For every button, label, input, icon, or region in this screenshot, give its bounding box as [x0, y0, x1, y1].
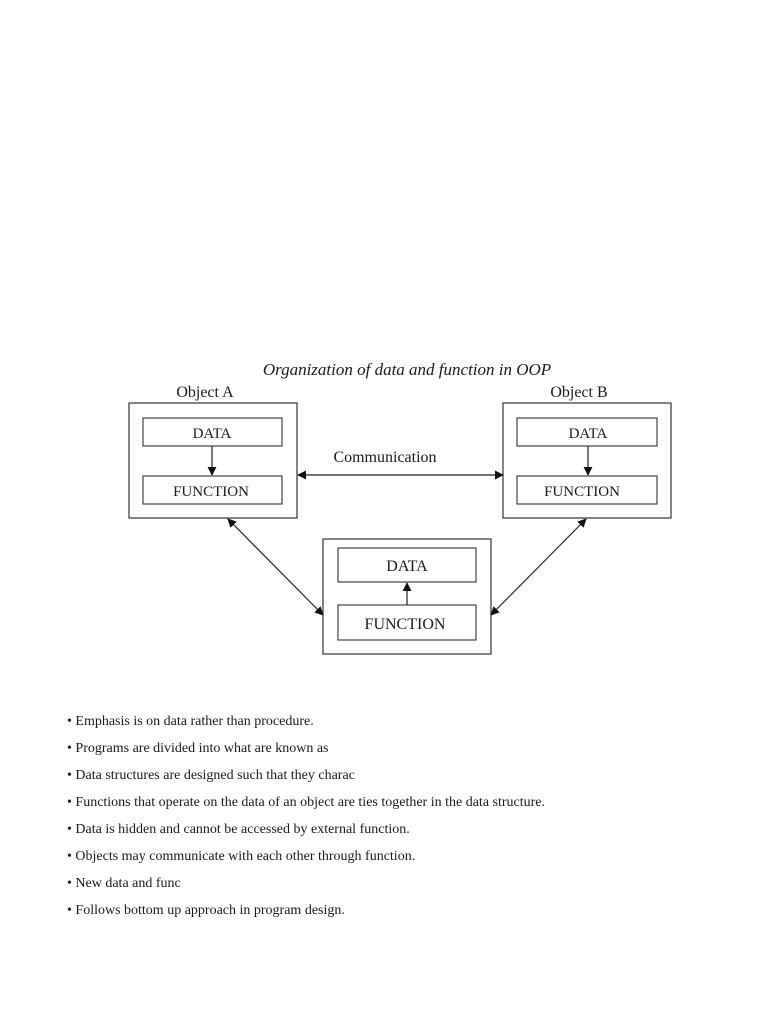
communication-arrow-b-c: [490, 518, 587, 616]
list-item: • Emphasis is on data rather than proced…: [67, 714, 314, 729]
object-b-data-label: DATA: [569, 426, 608, 442]
object-a: Object A DATA FUNCTION: [128, 384, 298, 519]
list-item: • Data is hidden and cannot be accessed …: [67, 822, 410, 837]
object-a-data-box: [142, 417, 283, 447]
object-b-data-box: [516, 417, 658, 447]
object-a-function-label: FUNCTION: [173, 484, 249, 500]
communication-arrow-a-c: [227, 518, 324, 616]
diagram-title: Organization of data and function in OOP: [263, 360, 551, 379]
list-item: • Follows bottom up approach in program …: [67, 903, 345, 918]
object-c-data-box: [337, 547, 477, 583]
list-item: • Programs are divided into what are kno…: [67, 741, 329, 756]
list-item: • Data structures are designed such that…: [67, 768, 355, 783]
object-b-function-box: [516, 475, 658, 505]
object-a-label: Object A: [176, 384, 234, 401]
object-b-function-label: FUNCTION: [544, 484, 620, 500]
feature-list: • Emphasis is on data rather than proced…: [67, 708, 545, 924]
object-c: DATA FUNCTION: [322, 538, 492, 655]
list-item: • Objects may communicate with each othe…: [67, 849, 416, 864]
communication-label: Communication: [333, 449, 436, 466]
object-c-data-label: DATA: [386, 558, 428, 575]
object-a-function-box: [142, 475, 283, 505]
list-item: • New data and func: [67, 876, 181, 891]
list-item: • Functions that operate on the data of …: [67, 795, 546, 810]
object-b: Object B DATA FUNCTION: [502, 384, 672, 519]
object-c-function-label: FUNCTION: [365, 616, 446, 633]
object-b-label: Object B: [550, 384, 607, 401]
object-a-data-label: DATA: [193, 426, 232, 442]
object-c-function-box: [337, 604, 477, 641]
